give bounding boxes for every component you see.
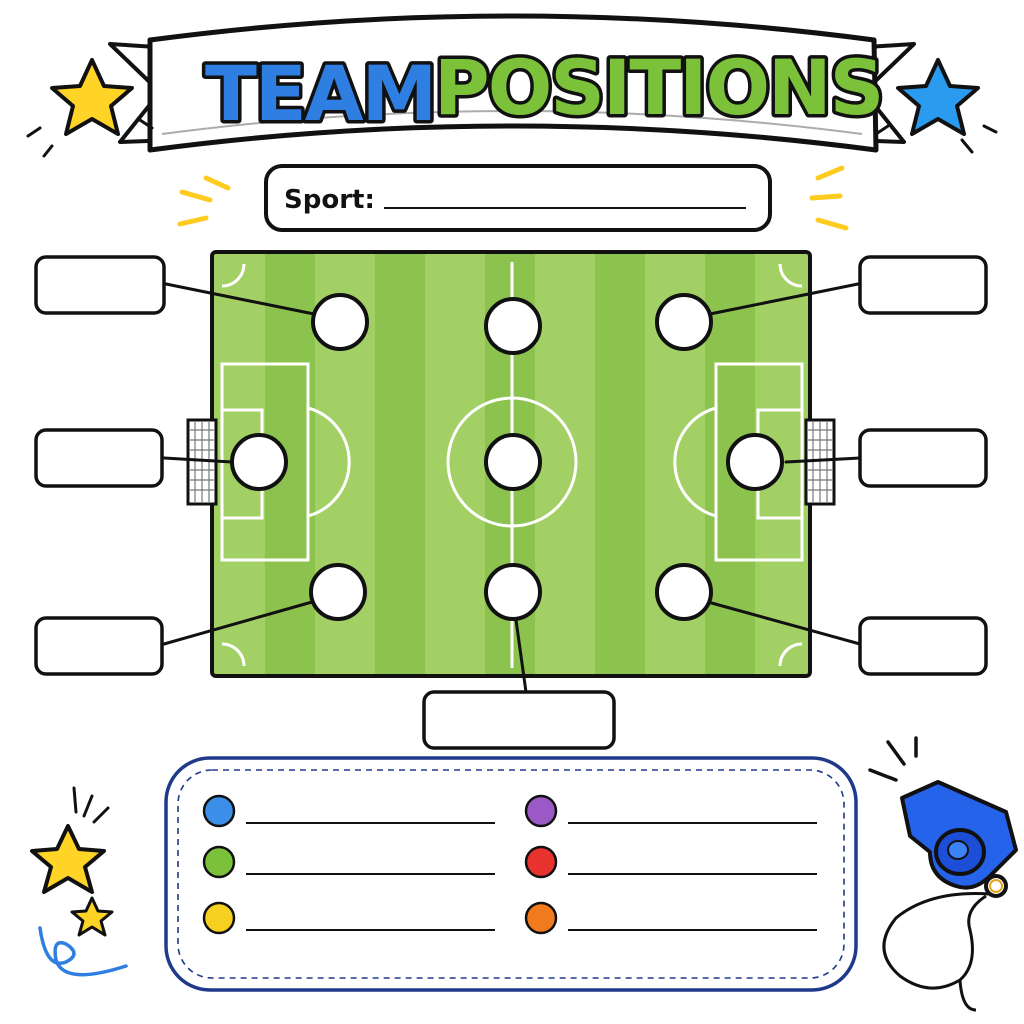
sport-field[interactable]: Sport:: [264, 164, 772, 232]
position-marker-center[interactable]: [484, 433, 542, 491]
orange-dot-icon: [524, 901, 558, 935]
position-label-box-left-middle[interactable]: [34, 428, 164, 488]
blue-dot-icon: [202, 794, 236, 828]
title-word-team: TEAM: [205, 49, 435, 138]
position-marker-left-goalie[interactable]: [230, 433, 288, 491]
small-yellow-star-icon: [70, 896, 114, 937]
right-goal: [804, 418, 836, 506]
position-label-box-bottom-center[interactable]: [422, 690, 616, 750]
sparkle-lines-icon: [72, 786, 110, 824]
green-dot-icon: [202, 845, 236, 879]
position-marker-right-top[interactable]: [655, 293, 713, 351]
position-label-box-right-middle[interactable]: [858, 428, 988, 488]
purple-dot-icon: [524, 794, 558, 828]
yellow-star-icon: [50, 58, 134, 136]
sport-label: Sport:: [284, 185, 375, 215]
title-banner: TEAM POSITIONS: [108, 13, 916, 153]
position-marker-left-top[interactable]: [311, 293, 369, 351]
position-marker-left-bottom[interactable]: [309, 563, 367, 621]
position-label-box-left-top[interactable]: [34, 255, 166, 315]
position-label-box-left-bottom[interactable]: [34, 616, 164, 676]
position-marker-right-goalie[interactable]: [726, 433, 784, 491]
red-dot-icon: [524, 845, 558, 879]
yellow-star-icon: [30, 824, 106, 894]
yellow-dot-icon: [202, 901, 236, 935]
position-marker-center-bottom[interactable]: [484, 563, 542, 621]
legend-panel: [164, 756, 858, 992]
sparkle-lines-icon: [177, 165, 849, 231]
left-goal: [186, 418, 218, 506]
sparkle-lines-icon: [874, 124, 998, 154]
position-label-box-right-top[interactable]: [858, 255, 988, 315]
position-marker-center-top[interactable]: [484, 297, 542, 355]
position-markers: [230, 293, 784, 621]
connector-lines: [162, 282, 862, 694]
legend-items: [202, 794, 817, 935]
position-label-boxes: [34, 255, 988, 750]
position-marker-right-bottom[interactable]: [655, 563, 713, 621]
title-word-positions: POSITIONS: [434, 43, 882, 132]
blue-star-icon: [896, 58, 980, 136]
blue-squiggle-icon: [38, 926, 128, 977]
sparkle-lines-icon: [26, 118, 154, 158]
whistle-icon: [868, 736, 1018, 1012]
position-label-box-right-bottom[interactable]: [858, 616, 988, 676]
